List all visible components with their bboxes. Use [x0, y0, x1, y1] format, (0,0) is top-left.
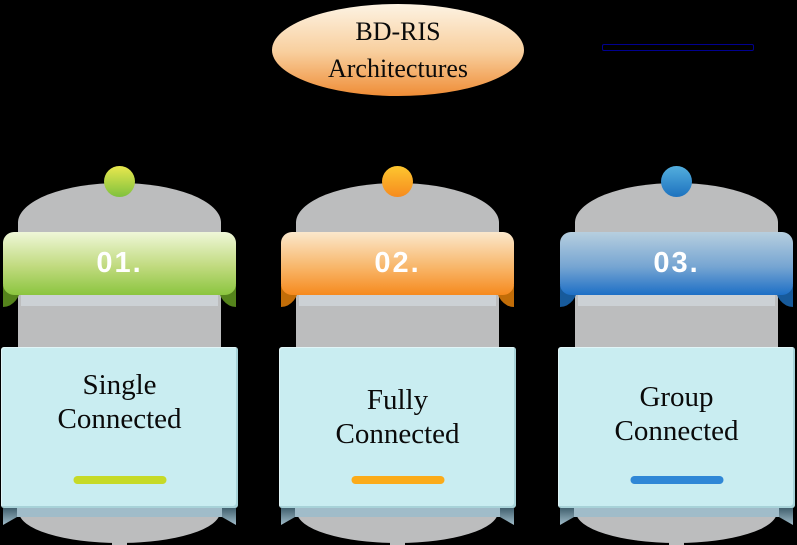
title-line2: Architectures: [327, 54, 469, 83]
label-card: Group Connected: [558, 347, 795, 508]
dome-stem: [669, 537, 684, 545]
empty-text-box-outline: [602, 44, 754, 51]
accent-dot: [382, 166, 413, 197]
band-fold-right: [500, 508, 514, 525]
card-label: Group Connected: [558, 347, 795, 448]
step-number-ribbon: 03.: [560, 232, 793, 295]
column-fully-connected: 02. Fully Connected: [279, 150, 516, 545]
accent-underline: [630, 476, 723, 484]
card-label: Single Connected: [1, 347, 238, 436]
step-number: 03.: [653, 247, 700, 279]
card-label-line1: Fully: [366, 384, 429, 416]
card-label-line1: Single: [82, 369, 157, 401]
column-group-connected: 03. Group Connected: [558, 150, 795, 545]
band-fold-right: [222, 508, 236, 525]
dome-collar: [578, 295, 775, 306]
label-card: Single Connected: [1, 347, 238, 508]
card-label-line2: Connected: [614, 415, 739, 447]
dome-collar: [299, 295, 496, 306]
accent-underline: [351, 476, 444, 484]
accent-dot: [661, 166, 692, 197]
accent-dot: [104, 166, 135, 197]
step-number-ribbon: 01.: [3, 232, 236, 295]
title-line1: BD-RIS: [355, 17, 441, 46]
step-number: 02.: [374, 247, 421, 279]
card-label-line1: Group: [639, 381, 714, 413]
title-ellipse: BD-RIS Architectures: [272, 4, 524, 96]
band-fold-right: [779, 508, 793, 525]
band-fold-left: [3, 508, 17, 525]
accent-underline: [73, 476, 166, 484]
label-card: Fully Connected: [279, 347, 516, 508]
card-bottom-band: [572, 508, 781, 517]
step-number: 01.: [96, 247, 143, 279]
card-bottom-band: [293, 508, 502, 517]
column-single-connected: 01. Single Connected: [1, 150, 238, 545]
step-number-ribbon: 02.: [281, 232, 514, 295]
card-label-line2: Connected: [335, 418, 460, 450]
dome-stem: [390, 537, 405, 545]
card-bottom-band: [15, 508, 224, 517]
card-label: Fully Connected: [279, 347, 516, 451]
dome-stem: [112, 537, 127, 545]
band-fold-left: [281, 508, 295, 525]
card-label-line2: Connected: [57, 403, 182, 435]
band-fold-left: [560, 508, 574, 525]
dome-collar: [21, 295, 218, 306]
